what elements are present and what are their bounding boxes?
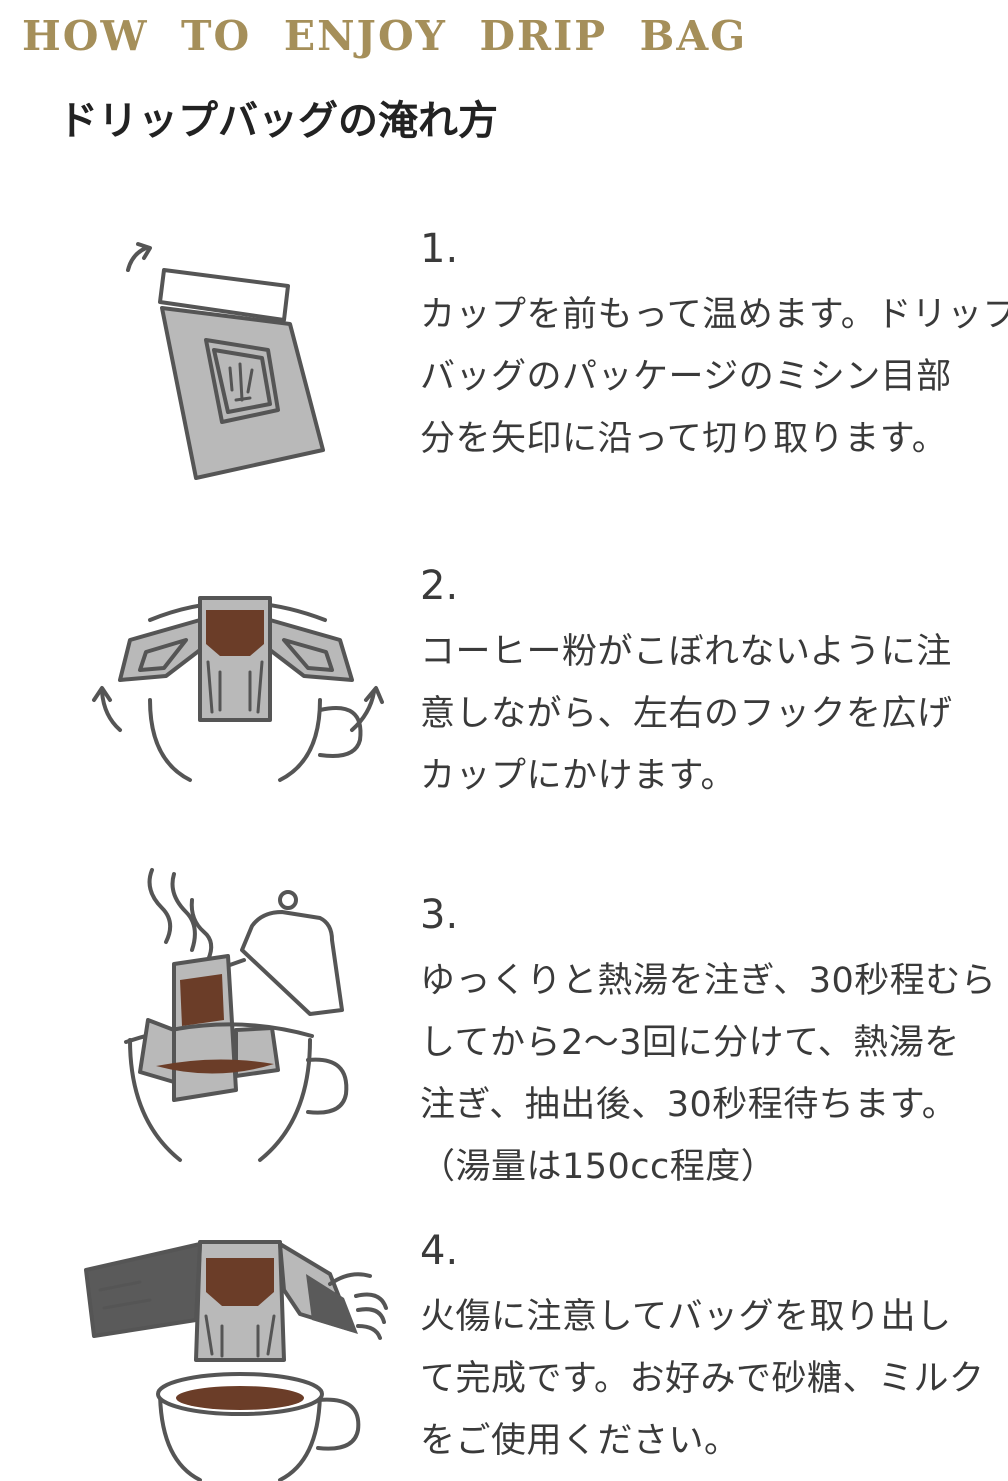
step-line: 意しながら、左右のフックを広げ: [420, 694, 953, 734]
pouring-water-illustration: [124, 868, 349, 1162]
hooks-on-cup-illustration: [92, 596, 384, 782]
step-3: 3. ゆっくりと熱湯を注ぎ、30秒程むら してから2〜3回に分けて、熱湯を 注ぎ…: [0, 850, 1008, 1187]
step-line: バッグのパッケージのミシン目部: [420, 357, 952, 397]
step-1-text: 1. カップを前もって温めます。ドリップ バッグのパッケージのミシン目部 分を矢…: [420, 226, 1008, 470]
removing-bag-illustration: [84, 1240, 388, 1481]
step-line: 注ぎ、抽出後、30秒程待ちます。: [420, 1085, 958, 1125]
title-english: HOW TO ENJOY DRIP BAG: [22, 12, 748, 60]
title-japanese: ドリップバッグの淹れ方: [58, 98, 498, 144]
step-line: （湯量は150cc程度）: [420, 1147, 777, 1187]
step-line: ゆっくりと熱湯を注ぎ、30秒程むら: [420, 961, 997, 1001]
step-number: 4.: [420, 1228, 459, 1274]
step-1: 1. カップを前もって温めます。ドリップ バッグのパッケージのミシン目部 分を矢…: [0, 220, 1008, 480]
step-line: て完成です。お好みで砂糖、ミルク: [420, 1359, 985, 1399]
drip-bag-package-illustration: [126, 242, 325, 480]
step-line: カップを前もって温めます。ドリップ: [420, 295, 1008, 335]
step-line: コーヒー粉がこぼれないように注: [420, 632, 952, 672]
step-number: 1.: [420, 226, 459, 272]
step-3-text: 3. ゆっくりと熱湯を注ぎ、30秒程むら してから2〜3回に分けて、熱湯を 注ぎ…: [420, 892, 996, 1198]
step-4: 4. 火傷に注意してバッグを取り出し て完成です。お好みで砂糖、ミルク をご使用…: [0, 1210, 1008, 1481]
step-2-text: 2. コーヒー粉がこぼれないように注 意しながら、左右のフックを広げ カップにか…: [420, 563, 953, 807]
step-line: してから2〜3回に分けて、熱湯を: [420, 1023, 960, 1063]
step-4-text: 4. 火傷に注意してバッグを取り出し て完成です。お好みで砂糖、ミルク をご使用…: [420, 1228, 985, 1472]
step-line: をご使用ください。: [420, 1421, 740, 1461]
step-line: カップにかけます。: [420, 756, 737, 796]
step-number: 3.: [420, 892, 459, 938]
step-line: 火傷に注意してバッグを取り出し: [420, 1297, 952, 1337]
step-2: 2. コーヒー粉がこぼれないように注 意しながら、左右のフックを広げ カップにか…: [0, 555, 1008, 796]
step-line: 分を矢印に沿って切り取ります。: [420, 419, 948, 459]
step-number: 2.: [420, 563, 459, 609]
